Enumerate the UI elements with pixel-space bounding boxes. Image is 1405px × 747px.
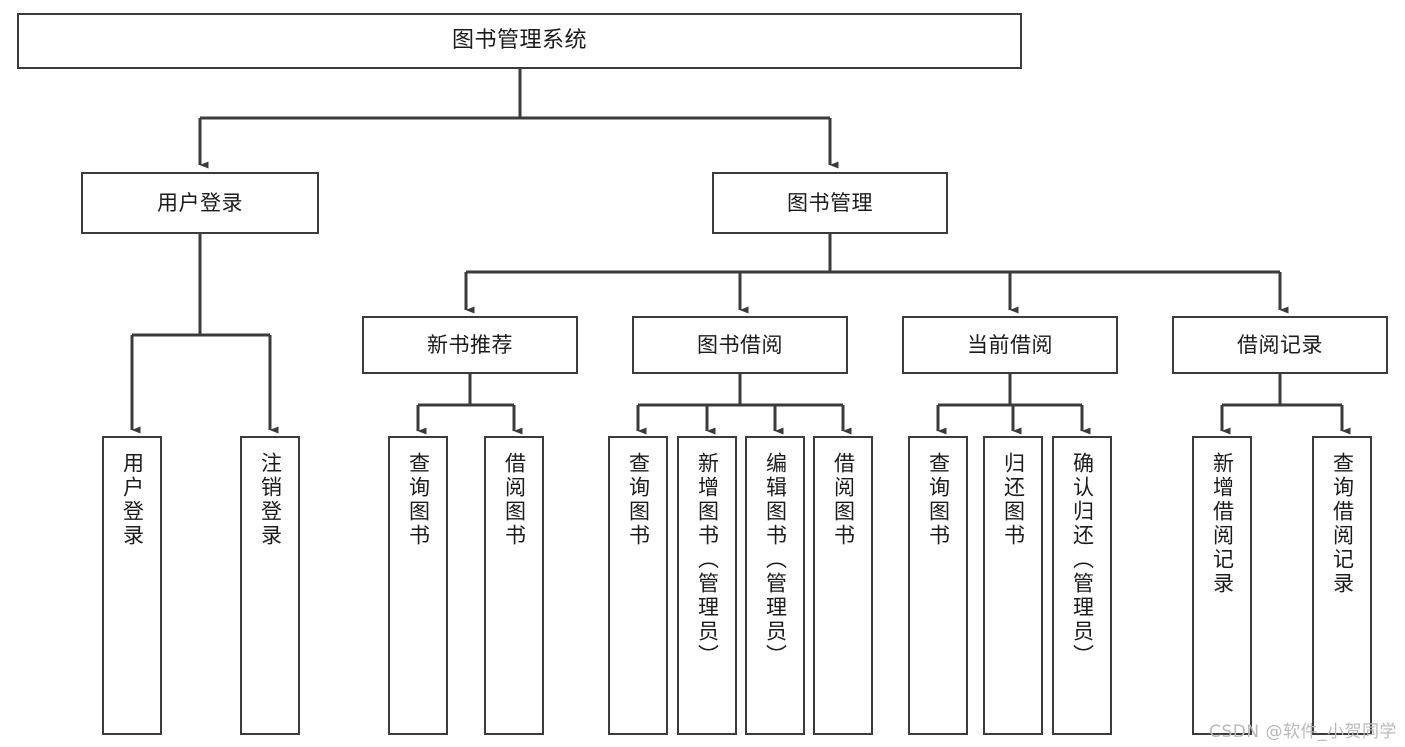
leaf-add-borrow-record[interactable]: 新增借阅记录: [1192, 436, 1252, 735]
leaf-query-book-bor[interactable]: 查询图书: [608, 436, 668, 735]
edge-group-book-manage: [464, 234, 1289, 314]
leaf-borrow-book-bor-label: 借阅图书: [831, 452, 856, 548]
node-book-manage-label: 图书管理: [787, 190, 873, 215]
node-user-login-label: 用户登录: [157, 190, 243, 215]
node-current-borrow-label: 当前借阅: [967, 332, 1053, 357]
node-root[interactable]: 图书管理系统: [17, 13, 1022, 69]
edge-group-new-book-recommend: [416, 374, 523, 435]
edge-group-borrow-record: [1220, 374, 1351, 435]
node-book-borrow[interactable]: 图书借阅: [632, 316, 848, 374]
leaf-confirm-return-admin[interactable]: 确认归还（管理员）: [1052, 436, 1112, 735]
leaf-edit-book-admin[interactable]: 编辑图书（管理员）: [745, 436, 805, 735]
leaf-borrow-book-bor[interactable]: 借阅图书: [813, 436, 873, 735]
leaf-confirm-return-admin-label: 确认归还（管理员）: [1070, 452, 1095, 668]
leaf-return-book-label: 归还图书: [1001, 452, 1026, 548]
leaf-query-borrow-record-label: 查询借阅记录: [1330, 452, 1355, 596]
leaf-user-login-label: 用户登录: [120, 452, 145, 548]
node-new-book-recommend-label: 新书推荐: [427, 332, 513, 357]
leaf-add-book-admin-label: 新增图书（管理员）: [695, 452, 720, 668]
edge-group-user-login: [130, 234, 279, 434]
leaf-query-borrow-record[interactable]: 查询借阅记录: [1312, 436, 1372, 735]
leaf-query-book-rec-label: 查询图书: [406, 452, 431, 548]
leaf-query-book-rec[interactable]: 查询图书: [388, 436, 448, 735]
leaf-user-login[interactable]: 用户登录: [102, 436, 162, 735]
node-root-label: 图书管理系统: [451, 27, 587, 53]
leaf-add-borrow-record-label: 新增借阅记录: [1210, 452, 1235, 596]
leaf-borrow-book-rec[interactable]: 借阅图书: [484, 436, 544, 735]
edge-group-book-borrow: [636, 374, 852, 435]
leaf-user-logout-label: 注销登录: [258, 452, 283, 548]
edge-group-root: [198, 69, 839, 169]
leaf-add-book-admin[interactable]: 新增图书（管理员）: [677, 436, 737, 735]
node-borrow-record[interactable]: 借阅记录: [1172, 316, 1388, 374]
csdn-watermark: CSDN @软件_小贺同学: [1209, 722, 1397, 742]
node-book-borrow-label: 图书借阅: [697, 332, 783, 357]
leaf-borrow-book-rec-label: 借阅图书: [502, 452, 527, 548]
leaf-user-logout[interactable]: 注销登录: [240, 436, 300, 735]
leaf-query-book-cur-label: 查询图书: [926, 452, 951, 548]
leaf-query-book-cur[interactable]: 查询图书: [908, 436, 968, 735]
node-new-book-recommend[interactable]: 新书推荐: [362, 316, 578, 374]
leaf-edit-book-admin-label: 编辑图书（管理员）: [763, 452, 788, 668]
node-book-manage[interactable]: 图书管理: [712, 172, 948, 234]
leaf-query-book-bor-label: 查询图书: [626, 452, 651, 548]
node-borrow-record-label: 借阅记录: [1237, 332, 1323, 357]
node-user-login[interactable]: 用户登录: [81, 172, 319, 234]
edge-group-current-borrow: [936, 374, 1091, 435]
node-current-borrow[interactable]: 当前借阅: [902, 316, 1118, 374]
leaf-return-book[interactable]: 归还图书: [983, 436, 1043, 735]
